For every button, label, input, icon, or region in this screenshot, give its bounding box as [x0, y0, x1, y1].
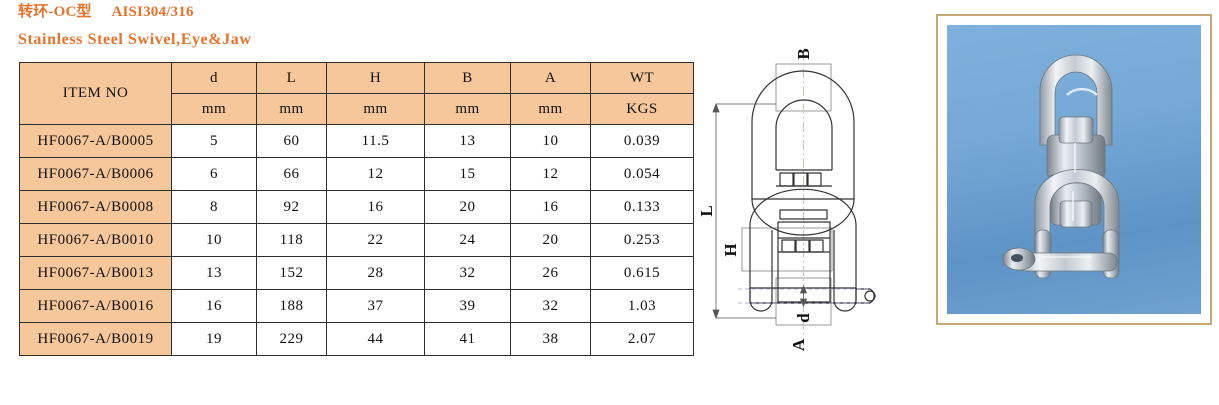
cell-item-no: HF0067-A/B0006 [19, 157, 172, 191]
cell-item-no: HF0067-A/B0016 [19, 289, 172, 323]
header-row-symbols: ITEM NO d L H B A WT [19, 62, 694, 125]
spec-table: ITEM NO d L H B A WT mm mm mm mm mm KGS … [19, 62, 694, 356]
cell-B: 15 [424, 157, 511, 191]
cell-d: 19 [171, 322, 257, 356]
cell-H: 37 [326, 289, 425, 323]
col-header-A: A [510, 62, 591, 94]
product-title-cn: 转环-OC型 AISI304/316 [18, 4, 194, 20]
dim-label-A: A [789, 338, 808, 351]
cell-d: 10 [171, 223, 257, 257]
cell-d: 13 [171, 256, 257, 290]
dim-label-H: H [721, 243, 740, 256]
cell-B: 39 [424, 289, 511, 323]
cell-WT: 0.039 [590, 124, 694, 158]
cell-B: 41 [424, 322, 511, 356]
cell-L: 60 [256, 124, 327, 158]
col-header-B: B [424, 62, 511, 94]
product-title-en: Stainless Steel Swivel,Eye&Jaw [18, 31, 252, 48]
col-header-H: H [326, 62, 425, 94]
product-photo [947, 25, 1201, 314]
cell-item-no: HF0067-A/B0010 [19, 223, 172, 257]
product-photo-frame [936, 14, 1212, 325]
cell-B: 24 [424, 223, 511, 257]
cell-WT: 0.615 [590, 256, 694, 290]
cell-L: 152 [256, 256, 327, 290]
header-row-units: mm mm mm mm mm KGS [20, 93, 694, 125]
col-unit-WT: KGS [590, 93, 694, 125]
col-header-WT: WT [590, 62, 694, 94]
cell-A: 26 [510, 256, 591, 290]
cell-A: 20 [510, 223, 591, 257]
dim-label-B: B [794, 48, 813, 59]
cell-A: 10 [510, 124, 591, 158]
col-unit-B: mm [424, 93, 511, 125]
col-unit-d: mm [171, 93, 257, 125]
col-unit-H: mm [326, 93, 425, 125]
dim-label-d: d [794, 313, 813, 323]
cell-H: 44 [326, 322, 425, 356]
dim-label-L: L [697, 205, 716, 216]
col-header-item-no: ITEM NO [19, 62, 172, 125]
cell-WT: 0.054 [590, 157, 694, 191]
cell-L: 118 [256, 223, 327, 257]
cell-A: 38 [510, 322, 591, 356]
cell-WT: 0.253 [590, 223, 694, 257]
col-header-d: d [171, 62, 257, 94]
cell-d: 5 [171, 124, 257, 158]
cell-B: 13 [424, 124, 511, 158]
cell-L: 92 [256, 190, 327, 224]
cell-d: 6 [171, 157, 257, 191]
cell-WT: 0.133 [590, 190, 694, 224]
cell-B: 32 [424, 256, 511, 290]
cell-L: 229 [256, 322, 327, 356]
col-unit-A: mm [510, 93, 591, 125]
cell-H: 16 [326, 190, 425, 224]
cell-A: 16 [510, 190, 591, 224]
cell-d: 8 [171, 190, 257, 224]
cell-A: 32 [510, 289, 591, 323]
cell-WT: 1.03 [590, 289, 694, 323]
cell-item-no: HF0067-A/B0005 [19, 124, 172, 158]
cell-A: 12 [510, 157, 591, 191]
cell-H: 12 [326, 157, 425, 191]
cell-L: 66 [256, 157, 327, 191]
cell-L: 188 [256, 289, 327, 323]
col-header-L: L [256, 62, 327, 94]
col-unit-L: mm [256, 93, 327, 125]
cell-item-no: HF0067-A/B0019 [19, 322, 172, 356]
cell-H: 22 [326, 223, 425, 257]
cell-item-no: HF0067-A/B0013 [19, 256, 172, 290]
cell-WT: 2.07 [590, 322, 694, 356]
cell-H: 28 [326, 256, 425, 290]
cell-B: 20 [424, 190, 511, 224]
cell-d: 16 [171, 289, 257, 323]
table-head: ITEM NO d L H B A WT mm mm mm mm mm KGS [19, 62, 694, 125]
title-block: 转环-OC型 AISI304/316 Stainless Steel Swive… [18, 2, 678, 51]
technical-drawing: B L H d A [690, 0, 940, 405]
cell-item-no: HF0067-A/B0008 [19, 190, 172, 224]
cell-H: 11.5 [326, 124, 425, 158]
